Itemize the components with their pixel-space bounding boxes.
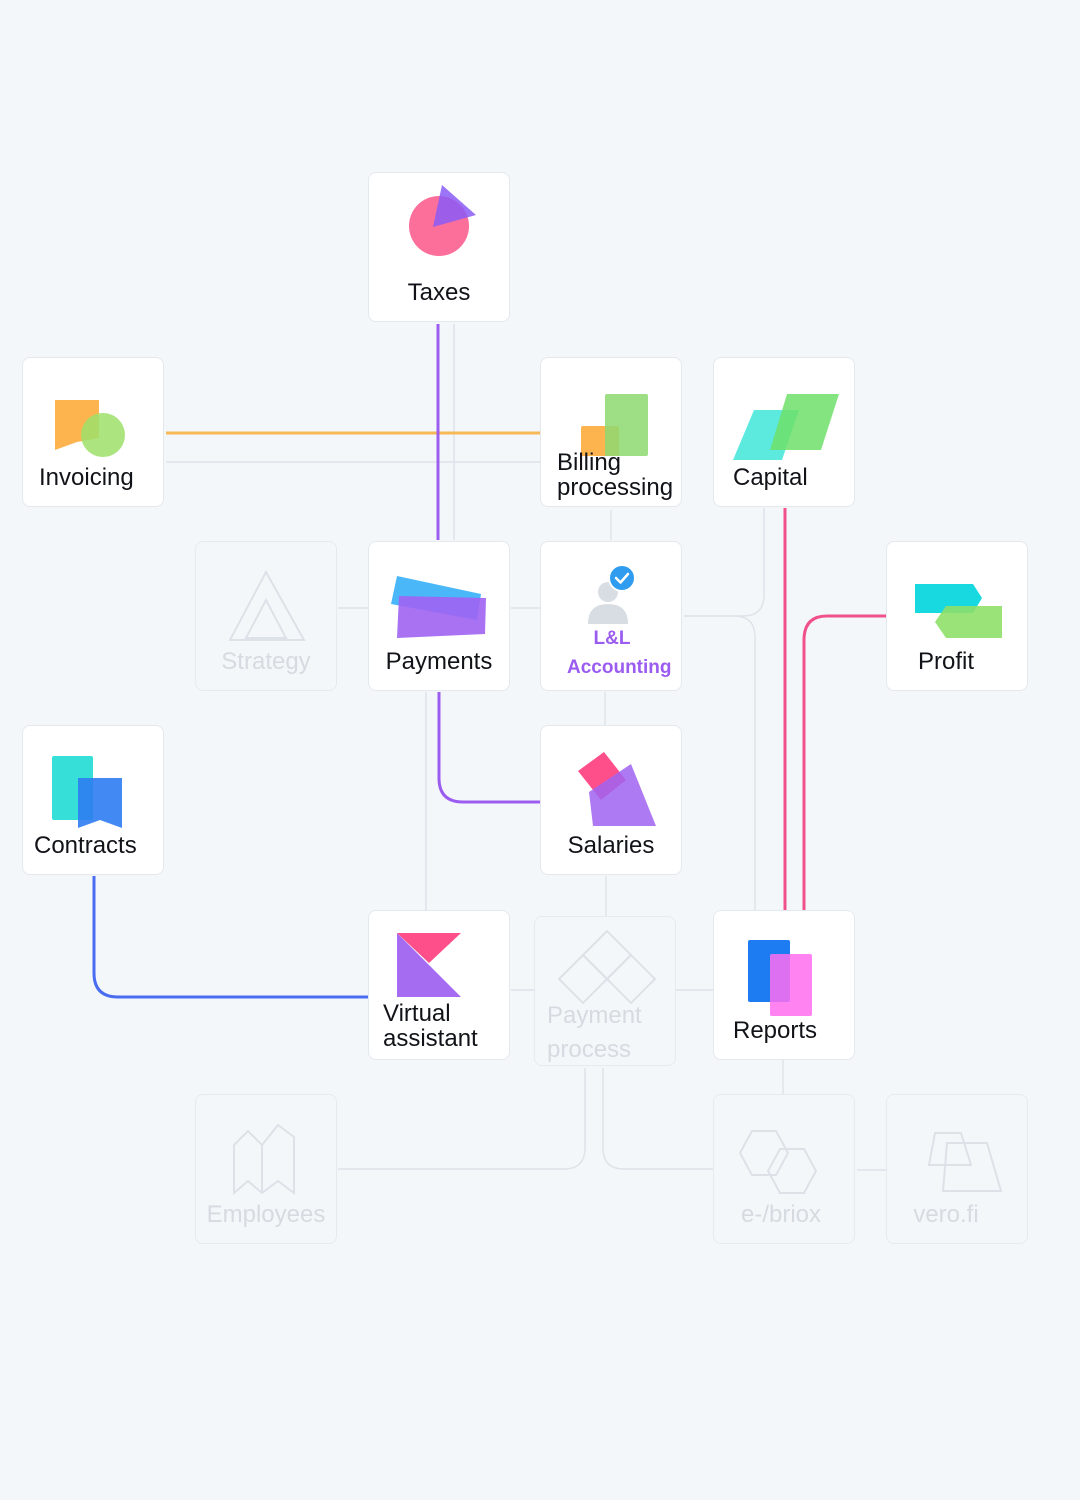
faint-line-process-briox <box>602 1068 713 1170</box>
profit-card[interactable]: Profit <box>886 541 1028 691</box>
billing-processing-label: Billing processing <box>557 449 674 501</box>
capital-label: Capital <box>733 464 808 491</box>
faint-line-accounting-reports <box>684 615 756 910</box>
strategy-card: Strategy <box>195 541 337 691</box>
salaries-label: Salaries <box>567 832 655 859</box>
profit-icon <box>915 584 1002 638</box>
reports-label: Reports <box>733 1017 818 1044</box>
virtual-assistant-card[interactable]: Virtual assistant <box>368 910 510 1060</box>
contracts-label: Contracts <box>34 832 137 859</box>
invoicing-card[interactable]: Invoicing <box>22 357 164 507</box>
billing-processing-card[interactable]: Billing processing <box>540 357 682 507</box>
billing-icon <box>581 394 648 456</box>
invoicing-label: Invoicing <box>39 464 134 491</box>
ll-accounting-label: L&L Accounting <box>567 628 672 678</box>
reports-icon <box>748 940 812 1016</box>
faint-line-capital-accounting <box>684 508 765 617</box>
contracts-card[interactable]: Contracts <box>22 725 164 875</box>
ll-accounting-card[interactable]: L&L Accounting <box>540 541 682 691</box>
faint-line-process-employees <box>338 1068 586 1170</box>
link-profit-reports <box>802 614 886 910</box>
employees-icon <box>233 1123 295 1196</box>
vero-icon <box>927 1132 1003 1192</box>
payment-process-label: Payment process <box>547 1002 642 1063</box>
reports-card[interactable]: Reports <box>713 910 855 1060</box>
employees-card: Employees <box>195 1094 337 1244</box>
briox-card: e-/briox <box>713 1094 855 1244</box>
vero-label: vero.fi <box>913 1201 979 1228</box>
payments-card[interactable]: Payments <box>368 541 510 691</box>
link-payments-salaries <box>437 692 540 804</box>
payment-process-icon <box>557 929 657 1005</box>
capital-card[interactable]: Capital <box>713 357 855 507</box>
payments-label: Payments <box>385 648 493 675</box>
strategy-icon <box>228 569 306 641</box>
salaries-icon <box>578 752 656 826</box>
taxes-card[interactable]: Taxes <box>368 172 510 322</box>
contracts-icon <box>52 756 122 828</box>
payment-process-card: Payment process <box>534 916 676 1066</box>
payments-icon <box>391 576 486 638</box>
taxes-icon <box>409 185 476 256</box>
vero-card: vero.fi <box>886 1094 1028 1244</box>
salaries-card[interactable]: Salaries <box>540 725 682 875</box>
invoicing-icon <box>55 400 125 457</box>
profit-label: Profit <box>918 648 975 675</box>
virtual-assistant-icon <box>397 933 461 997</box>
strategy-label: Strategy <box>221 648 311 675</box>
briox-label: e-/briox <box>740 1201 822 1228</box>
verified-user-icon <box>588 564 636 624</box>
link-contracts-assistant <box>92 876 368 999</box>
capital-icon <box>733 394 839 460</box>
briox-icon <box>738 1130 818 1194</box>
employees-label: Employees <box>206 1201 326 1228</box>
virtual-assistant-label: Virtual assistant <box>383 1000 478 1052</box>
taxes-label: Taxes <box>407 279 471 306</box>
